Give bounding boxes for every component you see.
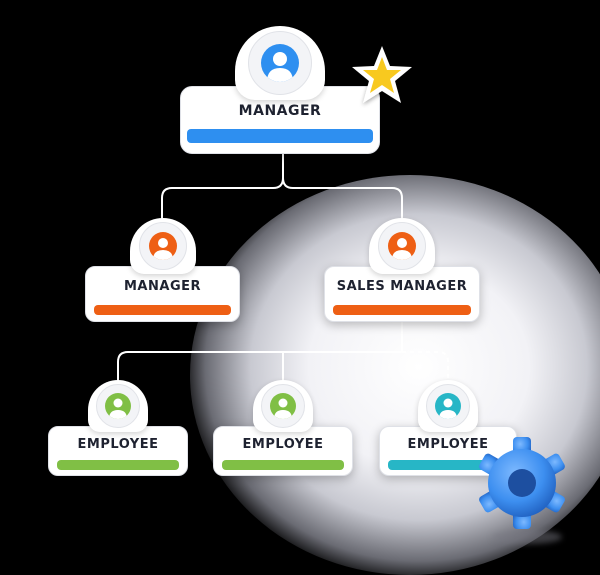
- person-icon: [261, 44, 299, 82]
- node-color-bar: [94, 305, 231, 315]
- node-employee-2[interactable]: EMPLOYEE: [213, 380, 353, 476]
- avatar-tab: [253, 380, 313, 432]
- node-top-manager[interactable]: MANAGER: [180, 26, 380, 154]
- node-color-bar: [57, 460, 179, 470]
- gear-shadow: [492, 530, 562, 544]
- node-card: EMPLOYEE: [213, 426, 353, 476]
- node-card: EMPLOYEE: [48, 426, 188, 476]
- node-card: SALES MANAGER: [324, 266, 480, 322]
- node-color-bar: [333, 305, 471, 315]
- node-label: MANAGER: [238, 103, 322, 119]
- node-label: EMPLOYEE: [242, 437, 324, 452]
- node-color-bar: [222, 460, 344, 470]
- avatar-tab: [369, 218, 435, 274]
- person-icon: [388, 232, 416, 260]
- avatar-tab: [129, 218, 196, 274]
- node-manager[interactable]: MANAGER: [85, 218, 240, 322]
- avatar-tab: [418, 380, 478, 432]
- node-employee-1[interactable]: EMPLOYEE: [48, 380, 188, 476]
- node-card: MANAGER: [85, 266, 240, 322]
- node-color-bar: [187, 129, 373, 143]
- node-sales-manager[interactable]: SALES MANAGER: [324, 218, 480, 322]
- avatar-tab: [88, 380, 148, 432]
- star-icon: [352, 46, 412, 103]
- node-color-bar: [388, 460, 508, 470]
- node-label: EMPLOYEE: [407, 437, 489, 452]
- connector-dashed-to-employee-3: [402, 351, 449, 382]
- person-icon: [105, 393, 131, 419]
- connector-top-to-managers: [161, 150, 403, 222]
- node-label: SALES MANAGER: [336, 279, 468, 294]
- avatar-tab: [235, 26, 325, 100]
- person-icon: [270, 393, 296, 419]
- person-icon: [435, 393, 461, 419]
- person-icon: [148, 232, 177, 260]
- node-label: MANAGER: [124, 279, 201, 294]
- node-employee-3[interactable]: EMPLOYEE: [379, 380, 517, 476]
- node-label: EMPLOYEE: [77, 437, 159, 452]
- connector-sales-to-employees: [117, 318, 403, 382]
- gear-icon: [479, 437, 565, 529]
